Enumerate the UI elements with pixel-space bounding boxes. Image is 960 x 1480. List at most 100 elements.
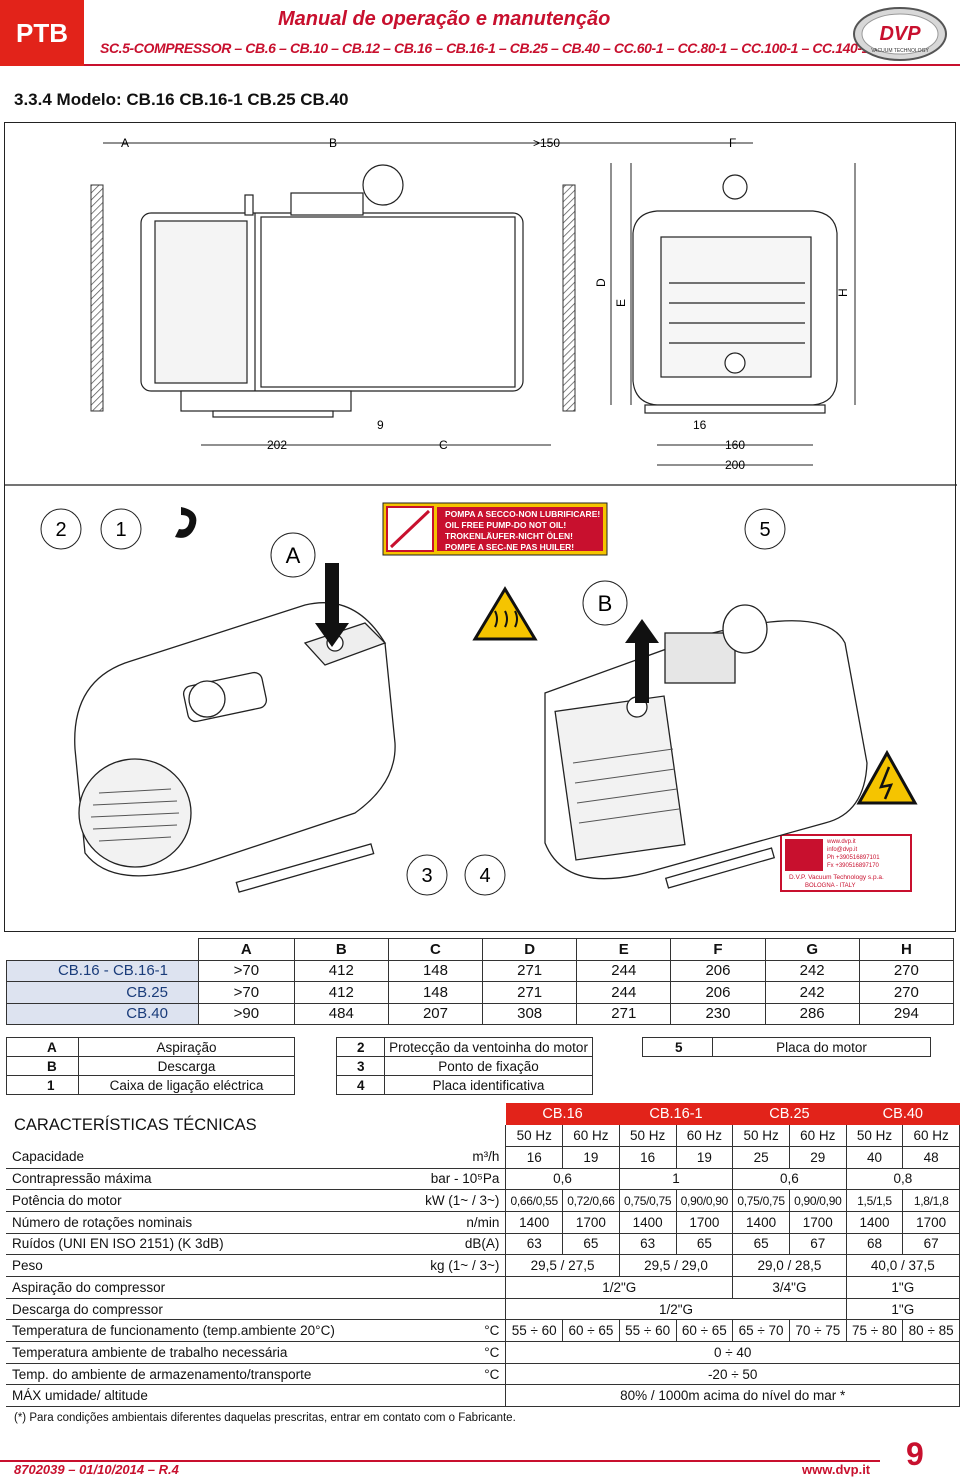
svg-text:POMPA A SECCO-NON LUBRIFICARE!: POMPA A SECCO-NON LUBRIFICARE! [445,509,600,519]
svg-text:B: B [598,591,613,616]
dim-a-label: A [121,136,129,150]
svg-text:4: 4 [479,865,490,887]
dim-header: A [198,938,295,961]
table-row: Temperatura de funcionamento (temp.ambie… [6,1319,960,1343]
model-header: CB.16-1 [619,1103,733,1125]
table-row: Temp. do ambiente de armazenamento/trans… [6,1363,960,1386]
callout-a [270,532,316,578]
page-number: 9 [906,1436,924,1472]
model-header: CB.16 [505,1103,620,1125]
table-row: MÁX umidade/ altitude 80% / 1000m acima … [6,1384,960,1408]
pump-front-view [632,174,838,414]
table-row: Ruídos (UNI EN ISO 2151) (K 3dB) dB(A) 6… [6,1233,960,1256]
svg-text:info@dvp.it: info@dvp.it [827,847,857,853]
brand-badge: PTB [0,0,84,66]
dim-f-label: F [729,136,736,150]
footer-divider [0,1460,880,1462]
svg-text:Ph +390516897101: Ph +390516897101 [827,855,880,861]
lifting-hook-icon [175,507,197,538]
callout-4 [464,854,506,896]
table-row: CB.25 >70 412 148 271 244 206 242 270 [6,981,955,1004]
dim-d-label: D [594,278,608,287]
dim-e-label: E [614,299,628,307]
dim-150-label: >150 [533,136,560,150]
tech-specs-table: CB.16 CB.16-1 CB.25 CB.40 50 Hz 60 Hz 50… [6,1103,960,1408]
tech-title: CARACTERÍSTICAS TÉCNICAS [14,1116,257,1134]
table-row: Peso kg (1~ / 3~) 29,5 / 27,5 29,5 / 29,… [6,1254,960,1277]
table-row: Temperatura ambiente de trabalho necessá… [6,1341,960,1364]
svg-text:A: A [286,543,301,568]
logo-subtext: VACUUM TECHNOLOGY [871,48,929,54]
hot-surface-warning-icon [472,586,538,641]
model-header: CB.25 [732,1103,847,1125]
dim-200-label: 200 [725,458,745,472]
page-header: PTB Manual de operação e manutenção SC.5… [0,0,960,70]
dim-160-label: 160 [725,438,745,452]
svg-text:5: 5 [759,519,770,541]
svg-text:3: 3 [421,865,432,887]
dimensions-table: A B C D E F G H CB.16 - CB.16-1 >70 412 … [6,938,955,1025]
callout-3 [406,854,448,896]
technical-drawing: A B >150 F [4,122,957,932]
wall-hatch-left [90,184,104,412]
website-link[interactable]: www.dvp.it [802,1462,871,1477]
table-row: Capacidade m³/h 16 19 16 19 25 29 40 48 [6,1146,960,1169]
dvp-nameplate: www.dvp.it info@dvp.it Ph +390516897101 … [780,834,912,892]
document-code: 8702039 – 01/10/2014 – R.4 [14,1462,179,1477]
dim-header: C [387,938,484,961]
dim-9-label: 9 [377,418,384,432]
table-row: CB.40 >90 484 207 308 271 230 286 294 [6,1002,955,1025]
dim-b-label: B [329,136,337,150]
dim-202-label: 202 [267,438,287,452]
dim-c-label: C [439,438,448,452]
svg-text:2: 2 [55,519,66,541]
dim-header: E [576,938,672,961]
suction-arrow-icon [315,563,349,647]
pump-iso-view-left [74,602,396,893]
model-header: CB.40 [846,1103,960,1125]
dvp-logo: DVP VACUUM TECHNOLOGY [853,7,947,61]
table-row: Número de rotações nominais n/min 1400 1… [6,1211,960,1234]
pump-iso-view-right [544,604,868,889]
svg-text:POMPE A SEC-NE PAS HUILER!: POMPE A SEC-NE PAS HUILER! [445,542,574,552]
svg-text:Fx +390516897170: Fx +390516897170 [827,863,880,869]
section-title: 3.3.4 Modelo: CB.16 CB.16-1 CB.25 CB.40 [14,90,349,109]
logo-text: DVP [879,23,921,45]
table-row: Descarga do compressor 1/2"G 1"G [6,1298,960,1321]
dim-h-label: H [836,288,850,297]
svg-text:www.dvp.it: www.dvp.it [826,839,856,845]
wall-hatch-right [562,184,576,412]
table-row: CB.16 - CB.16-1 >70 412 148 271 244 206 … [6,959,955,982]
dim-header: F [670,938,766,961]
document-subtitle: SC.5-COMPRESSOR – CB.6 – CB.10 – CB.12 –… [100,40,870,56]
svg-text:TROKENLÄUFER-NICHT ÖLEN!: TROKENLÄUFER-NICHT ÖLEN! [445,531,573,541]
table-row: Aspiração do compressor 1/2"G 3/4"G 1"G [6,1276,960,1299]
footnote: (*) Para condições ambientais diferentes… [14,1412,516,1424]
dim-header: B [293,938,389,961]
oil-free-warning-label: POMPA A SECCO-NON LUBRIFICARE! OIL FREE … [382,502,608,556]
drawing-svg: A B >150 F [5,136,957,896]
pump-side-view [140,164,524,418]
svg-text:1: 1 [115,519,126,541]
callout-5 [744,508,786,550]
discharge-arrow-icon [625,619,659,703]
svg-text:D.V.P. Vacuum Technology s.p.a: D.V.P. Vacuum Technology s.p.a. [789,874,884,881]
dim-header: H [858,938,955,961]
callout-2 [40,508,82,550]
header-divider [84,64,960,66]
table-row: Contrapressão máxima bar - 10⁵Pa 0,6 1 0… [6,1168,960,1191]
callout-1 [100,508,142,550]
svg-text:BOLOGNA - ITALY: BOLOGNA - ITALY [805,883,855,889]
table-row: Potência do motor kW (1~ / 3~) 0,66/0,55… [6,1189,960,1212]
document-title: Manual de operação e manutenção [278,8,611,30]
